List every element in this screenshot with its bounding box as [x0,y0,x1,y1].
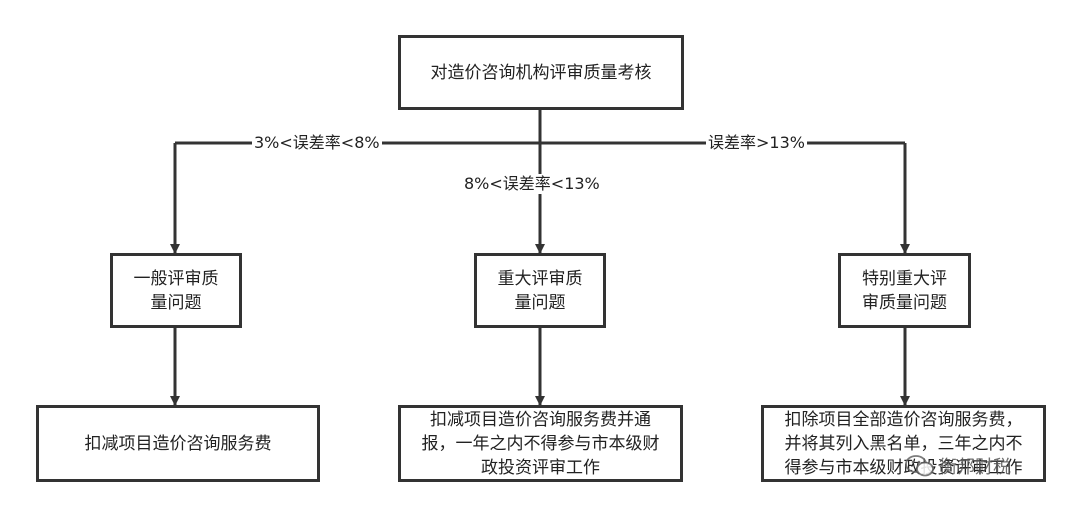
category-general-line2: 量问题 [150,292,202,313]
category-severe: 特别重大评 审质量问题 [838,253,971,328]
outcome-general: 扣减项目造价咨询服务费 [36,405,320,482]
outcome-major-line3: 政投资评审工作 [481,457,600,478]
outcome-major: 扣减项目造价咨询服务费并通 报，一年之内不得参与市本级财 政投资评审工作 [398,405,683,482]
category-major: 重大评审质 量问题 [474,253,606,328]
category-severe-line2: 审质量问题 [862,292,947,313]
category-major-line2: 量问题 [514,292,566,313]
category-general-line1: 一般评审质 [133,268,219,289]
root-node: 对造价咨询机构评审质量考核 [398,35,684,110]
outcome-major-line2: 报，一年之内不得参与市本级财 [421,433,660,454]
watermark: 衡邦财税 [905,450,1055,482]
category-general: 一般评审质 量问题 [110,253,242,328]
watermark-text: 衡邦财税 [939,457,1011,478]
category-severe-line1: 特别重大评 [862,268,947,289]
outcome-severe-line1: 扣除项目全部造价咨询服务费， [784,409,1023,430]
outcome-major-line1: 扣减项目造价咨询服务费并通 [430,409,651,430]
wechat-bubble-icon [905,455,934,477]
category-major-line1: 重大评审质 [497,268,583,289]
root-label: 对造价咨询机构评审质量考核 [430,62,652,83]
outcome-general-line1: 扣减项目造价咨询服务费 [84,433,272,454]
edge-label-left: 3%<误差率<8% [252,133,382,153]
outcome-severe: 扣除项目全部造价咨询服务费， 并将其列入黑名单，三年之内不 得参与市本级财政投资… [761,405,1046,482]
edge-label-right: 误差率>13% [706,133,807,153]
outcome-severe-line2: 并将其列入黑名单，三年之内不 [784,433,1023,454]
edge-label-middle: 8%<误差率<13% [462,174,602,194]
outcome-severe-line3: 得参与市本级财政投资评审工作 [784,457,1023,478]
